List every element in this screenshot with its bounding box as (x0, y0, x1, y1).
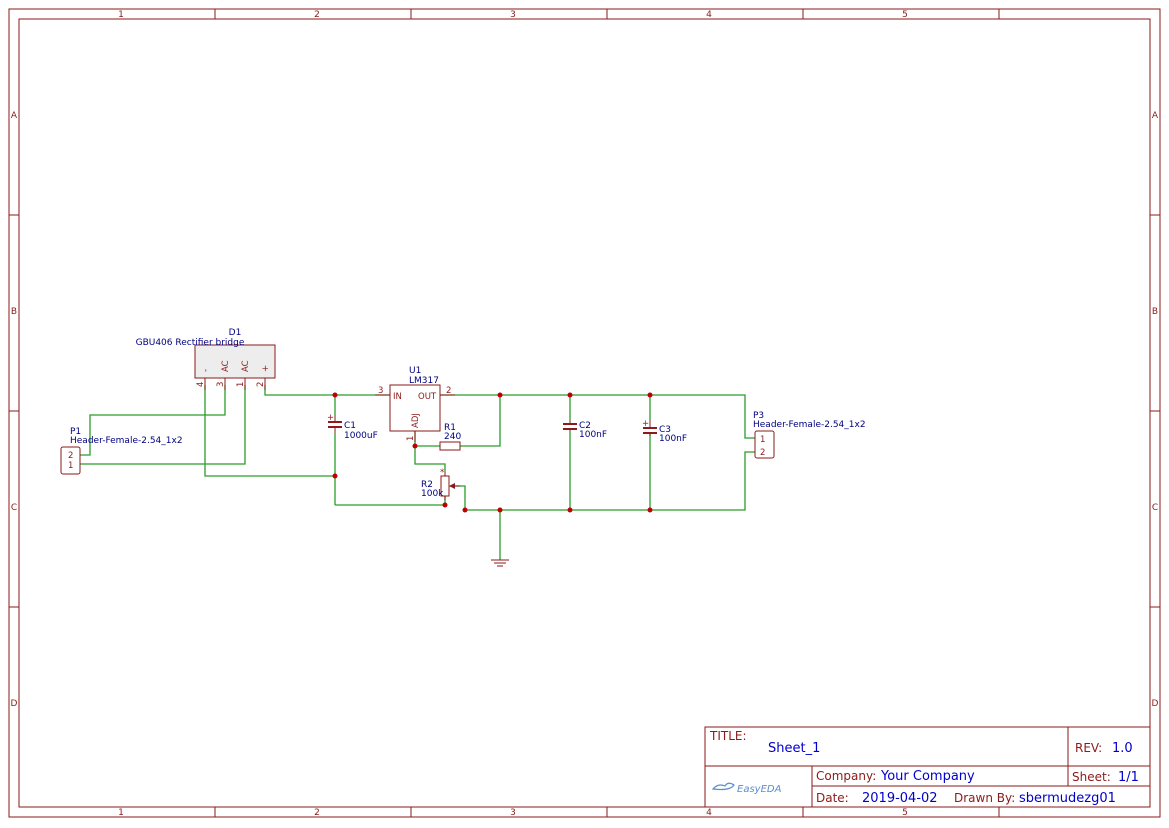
easyeda-logo: EasyEDA (711, 782, 782, 795)
u1-pin-number: 3 (378, 386, 383, 396)
junction-dot (567, 392, 573, 398)
u1-pin-adj: ADJ (411, 413, 421, 428)
c1-ref: C1 (344, 421, 356, 431)
p3-pin-number: 1 (760, 435, 765, 445)
component-c3[interactable]: + C3 100nF (642, 419, 687, 444)
p3-pin-number: 2 (760, 448, 765, 458)
junction-dot (497, 392, 503, 398)
ground-symbol (491, 559, 509, 567)
p1-pin-number: 2 (68, 451, 73, 461)
d1-pin-number: 3 (216, 382, 226, 387)
d1-pin-label: + (261, 365, 271, 372)
row-label-right: A (1152, 111, 1159, 121)
company-label: Company: (816, 769, 876, 783)
component-r1[interactable]: R1 240 (439, 423, 461, 451)
title-block: TITLE: Sheet_1 REV: 1.0 Company: Your Co… (704, 726, 1151, 808)
drawn-by-label: Drawn By: (954, 791, 1015, 805)
column-label-bottom: 2 (314, 808, 320, 818)
u1-pin-number: 1 (406, 436, 416, 441)
company-value: Your Company (880, 769, 975, 784)
column-label-bottom: 5 (902, 808, 908, 818)
column-label-top: 1 (118, 10, 124, 20)
sheet-label: Sheet: (1072, 770, 1111, 784)
row-label-right: C (1152, 503, 1158, 513)
column-label-top: 4 (706, 10, 712, 20)
column-label-top: 2 (314, 10, 320, 20)
p3-value: Header-Female-2.54_1x2 (753, 420, 866, 430)
u1-ref: U1 (409, 366, 421, 376)
title-value: Sheet_1 (768, 741, 820, 756)
row-label-left: B (11, 307, 17, 317)
u1-pin-number: 2 (446, 386, 451, 396)
rev-value: 1.0 (1112, 741, 1133, 756)
component-p3[interactable]: P3 Header-Female-2.54_1x2 1 2 (753, 411, 866, 459)
date-value: 2019-04-02 (862, 791, 938, 806)
r1-ref: R1 (444, 423, 456, 433)
r2-ref: R2 (421, 480, 433, 490)
d1-pin-label: AC (221, 360, 231, 372)
c3-value: 100nF (659, 434, 687, 444)
column-label-top: 5 (902, 10, 908, 20)
svg-text:EasyEDA: EasyEDA (737, 784, 782, 795)
junction-dot (462, 507, 468, 513)
row-label-right: B (1152, 307, 1158, 317)
component-u1[interactable]: U1 LM317 IN OUT ADJ 3 2 1 (375, 366, 455, 442)
junction-dot (332, 392, 338, 398)
column-label-top: 3 (510, 10, 516, 20)
junction-dot (647, 392, 653, 398)
junction-dot (497, 507, 503, 513)
title-label: TITLE: (709, 729, 747, 743)
component-r2[interactable]: * R2 100k (421, 468, 460, 500)
c2-ref: C2 (579, 421, 591, 431)
junction-dot (332, 473, 338, 479)
junction-dot (647, 507, 653, 513)
u1-pin-in: IN (393, 392, 402, 402)
component-d1[interactable]: D1 GBU406 Rectifier bridge - AC AC + 4 3… (136, 328, 276, 390)
wires (80, 385, 755, 560)
c1-polarity: + (327, 413, 334, 423)
column-label-bottom: 1 (118, 808, 124, 818)
c3-polarity: + (642, 419, 649, 429)
d1-pin-label: AC (241, 360, 251, 372)
u1-value: LM317 (409, 376, 439, 386)
p1-pin-number: 1 (68, 461, 73, 471)
component-c1[interactable]: + C1 1000uF (327, 413, 378, 441)
c2-value: 100nF (579, 430, 607, 440)
r2-marker: * (440, 468, 444, 478)
r2-value: 100k (421, 489, 444, 499)
date-label: Date: (816, 791, 849, 805)
column-label-bottom: 3 (510, 808, 516, 818)
d1-pin-label: - (201, 369, 211, 372)
junction-dot (442, 502, 448, 508)
sheet-frame: 1 2 3 4 5 1 2 3 4 5 A B C D A B C D (8, 8, 1161, 818)
rev-label: REV: (1075, 741, 1102, 755)
column-label-bottom: 4 (706, 808, 712, 818)
u1-pin-out: OUT (418, 392, 437, 402)
drawn-by-value: sbermudezg01 (1019, 791, 1116, 806)
sheet-value: 1/1 (1118, 770, 1139, 785)
row-label-right: D (1152, 699, 1159, 709)
d1-pin-number: 2 (256, 382, 266, 387)
p1-ref: P1 (70, 427, 81, 437)
row-label-left: C (11, 503, 17, 513)
junction-dot (412, 443, 418, 449)
d1-ref: D1 (229, 328, 242, 338)
p3-ref: P3 (753, 411, 764, 421)
r1-value: 240 (444, 432, 461, 442)
d1-value: GBU406 Rectifier bridge (136, 338, 245, 348)
row-label-left: D (11, 699, 18, 709)
junctions (332, 392, 653, 513)
d1-pin-number: 1 (236, 382, 246, 387)
component-c2[interactable]: C2 100nF (563, 420, 607, 440)
c3-ref: C3 (659, 425, 671, 435)
component-p1[interactable]: P1 Header-Female-2.54_1x2 2 1 (60, 427, 183, 475)
c1-value: 1000uF (344, 431, 378, 441)
junction-dot (567, 507, 573, 513)
d1-pin-number: 4 (196, 382, 206, 387)
row-label-left: A (11, 111, 18, 121)
p1-value: Header-Female-2.54_1x2 (70, 436, 183, 446)
